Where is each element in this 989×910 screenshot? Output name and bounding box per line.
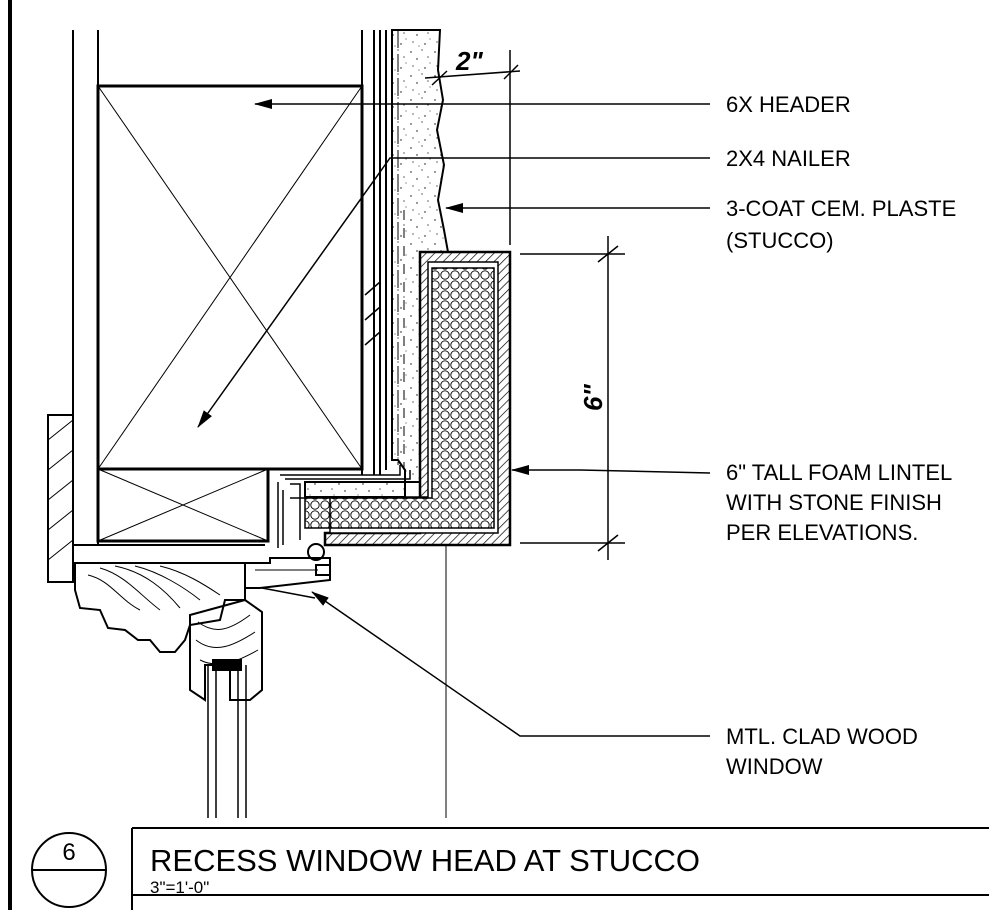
dimension-lintel-height-text: 6" (578, 384, 608, 411)
window-wood-jamb (74, 562, 246, 653)
leader-window (311, 591, 710, 737)
label-plaster-2: (STUCCO) (726, 228, 834, 253)
nailer-2x4 (96, 467, 270, 543)
foam-lintel (304, 250, 512, 547)
stucco-plaster (304, 29, 450, 498)
interior-trim (47, 414, 265, 583)
header-6x (96, 84, 364, 471)
detail-scale: 3"=1'-0" (150, 878, 209, 897)
leaders (197, 99, 711, 737)
label-window-1: MTL. CLAD WOOD (726, 724, 918, 749)
leader-lintel (511, 465, 711, 475)
detail-title: RECESS WINDOW HEAD AT STUCCO (150, 843, 700, 878)
dimension-recess (424, 50, 521, 245)
label-window-2: WINDOW (726, 754, 823, 779)
window-glass (207, 665, 247, 818)
title-box (131, 827, 989, 910)
label-lintel-3: PER ELEVATIONS. (726, 520, 918, 545)
window-head-frame (244, 557, 331, 599)
leader-nailer (197, 157, 710, 428)
backer-rod (307, 543, 325, 561)
dimension-recess-text: 2" (455, 46, 483, 76)
detail-number-bubble (31, 832, 107, 908)
label-lintel-2: WITH STONE FINISH (726, 490, 942, 515)
label-lintel-1: 6" TALL FOAM LINTEL (726, 460, 952, 485)
callout-labels: 6X HEADER 2X4 NAILER 3-COAT CEM. PLASTE … (726, 92, 956, 779)
detail-number: 6 (62, 839, 75, 866)
label-nailer: 2X4 NAILER (726, 146, 851, 171)
window-sash (189, 598, 263, 702)
head-flashing (277, 465, 411, 548)
label-plaster-1: 3-COAT CEM. PLASTE (726, 196, 956, 221)
dimension-lintel-height (520, 236, 625, 560)
label-header: 6X HEADER (726, 92, 851, 117)
